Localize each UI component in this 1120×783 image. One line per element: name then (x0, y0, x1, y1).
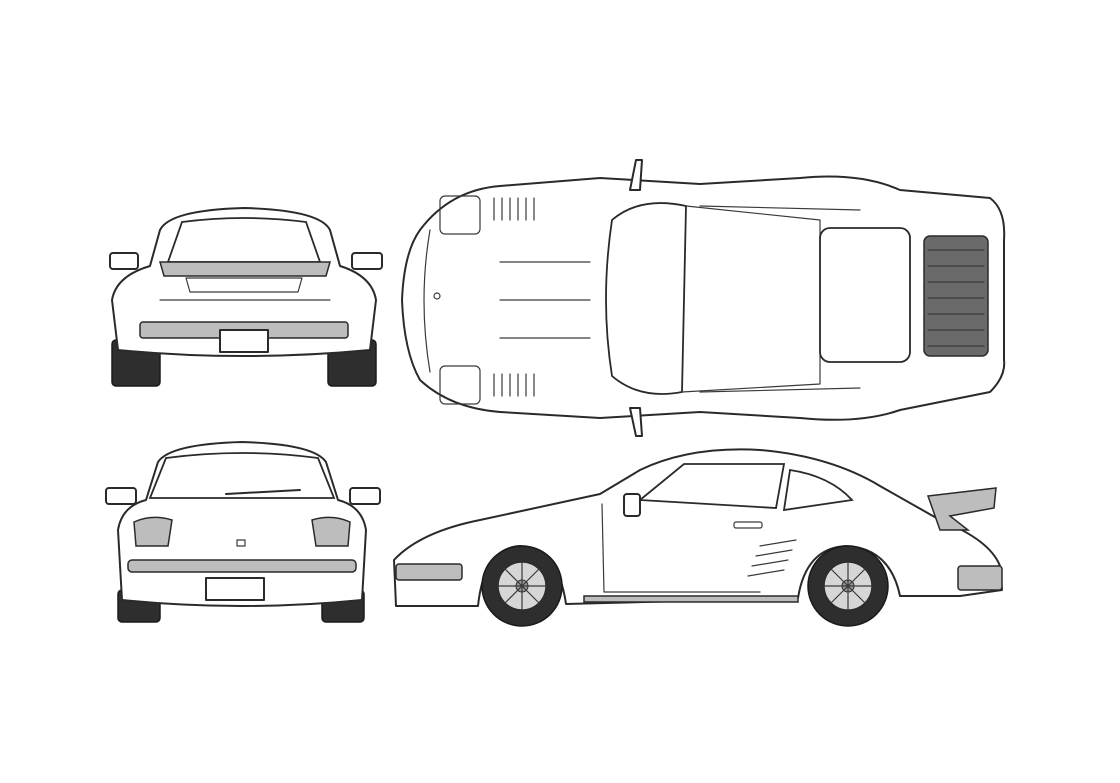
side-rear-bumper (957, 565, 1003, 591)
side-mirror (623, 493, 641, 517)
side-door-vents (747, 539, 797, 577)
side-whale-tail (926, 487, 997, 531)
front-bumper (127, 559, 357, 573)
rear-view-window (166, 217, 322, 263)
top-view-hood-line (423, 229, 431, 373)
side-front-wheel (481, 545, 563, 627)
rear-engine-lid (185, 277, 303, 293)
rear-plate (219, 329, 269, 353)
top-rear-window (819, 227, 911, 363)
rear-mirror-right (351, 252, 383, 270)
front-headlight-left (133, 516, 173, 547)
front-mirror-right (349, 487, 381, 505)
front-windshield (148, 452, 336, 499)
top-mirror-left (629, 159, 643, 191)
front-mirror-left (105, 487, 137, 505)
side-window (637, 463, 786, 509)
front-plate (205, 577, 265, 601)
side-door-line (601, 503, 761, 593)
rear-mirror-left (109, 252, 139, 270)
front-wiper (225, 489, 301, 495)
side-rear-quarter-window (782, 468, 854, 512)
top-hood-lines (499, 261, 591, 339)
top-mirror-right (629, 407, 643, 437)
top-front-vents (439, 195, 535, 405)
side-front-bumper (395, 563, 463, 581)
side-rocker-strip (583, 595, 799, 603)
front-headlight-right (311, 516, 351, 547)
rear-spoiler (159, 261, 331, 277)
top-fuel-cap (433, 292, 441, 300)
side-rear-wheel (807, 545, 889, 627)
top-grille-slats (927, 249, 985, 347)
top-windshield (605, 202, 687, 395)
side-door-handle (733, 521, 763, 529)
front-emblem (236, 539, 246, 547)
